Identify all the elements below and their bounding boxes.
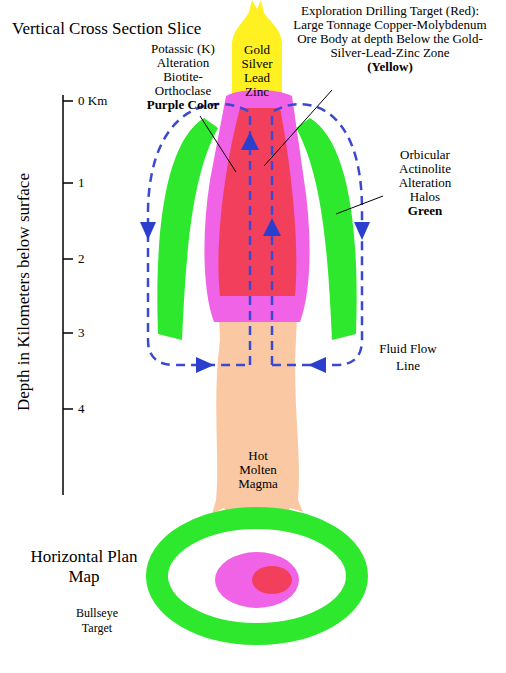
- magma-chamber: Hot Molten Magma: [227, 447, 289, 493]
- target-callout: (Yellow): [288, 60, 492, 74]
- alteration-callout: Potassic (K) Alteration Biotite-Orthocla…: [140, 42, 226, 98]
- plan-potassic-zone: [215, 552, 299, 608]
- flow-arrowhead: [140, 132, 370, 373]
- fluid-flow-line: [148, 104, 362, 365]
- zone-label: Gold Silver Lead Zinc: [235, 43, 279, 99]
- depth-tick-label: 1: [78, 176, 85, 190]
- ore-body: [218, 108, 296, 296]
- actinolite-halo: [296, 118, 357, 340]
- scale-axis: [62, 95, 64, 495]
- plan-map-subtitle: Bullseye Target: [62, 606, 132, 636]
- alteration-callout: Purple Color: [140, 98, 226, 112]
- zone-label: Hot Molten Magma: [229, 449, 287, 491]
- potassic-zone: [204, 90, 309, 322]
- depth-tick-label: 2: [78, 252, 85, 266]
- depth-tick-label: 4: [78, 402, 85, 416]
- section-title: Vertical Cross Section Slice: [12, 19, 201, 39]
- leader-line: [200, 90, 383, 214]
- axis-title: Depth in Kilometers below surface: [14, 173, 34, 411]
- halo-callout: Orbicular Actinolite Alteration Halos: [386, 148, 464, 204]
- flow-line-callout: Fluid Flow Line: [372, 340, 444, 374]
- mineral-zone: Gold Silver Lead Zinc: [233, 41, 281, 101]
- plan-ore-body: [252, 566, 292, 594]
- target-callout: Exploration Drilling Target (Red): Large…: [288, 4, 492, 60]
- depth-tick-label: 3: [78, 326, 85, 340]
- scale-ticks: [63, 101, 73, 409]
- magma-body: [212, 290, 303, 520]
- plan-map-title: Horizontal Plan Map: [24, 547, 144, 587]
- plan-halo-ring: [157, 518, 357, 634]
- actinolite-halo: [157, 118, 218, 340]
- halo-callout: Green: [386, 204, 464, 218]
- depth-tick-label: 0 Km: [78, 94, 107, 108]
